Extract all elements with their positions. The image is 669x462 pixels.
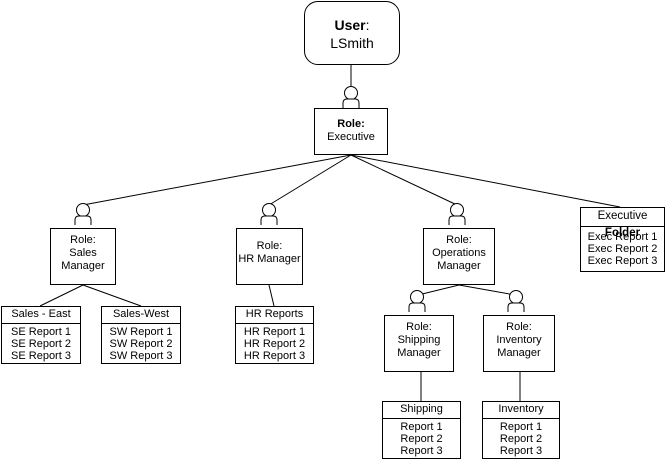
report-item[interactable]: Exec Report 2: [587, 243, 658, 255]
folder-shipping[interactable]: Shipping Report 1 Report 2 Report 3: [382, 401, 461, 459]
folder-title-bold: Folder: [604, 227, 641, 239]
report-item[interactable]: SE Report 3: [11, 350, 71, 362]
user-name: LSmith: [330, 35, 374, 51]
report-item[interactable]: SW Report 1: [109, 326, 173, 338]
role-name-line: HR Manager: [238, 253, 301, 265]
folder-inventory[interactable]: Inventory Report 1 Report 2 Report 3: [482, 401, 560, 459]
role-name-line: Sales: [69, 247, 97, 259]
folder-title: HR Reports: [236, 307, 313, 324]
role-name-line: Manager: [437, 260, 481, 272]
report-item[interactable]: Report 3: [499, 445, 543, 457]
connector-operations-shipping: [417, 284, 460, 296]
role-name-line: Inventory: [496, 334, 542, 346]
role-hr-manager[interactable]: Role: HR Manager: [236, 228, 303, 285]
folder-title: Executive: [597, 210, 648, 222]
role-shipping-manager[interactable]: Role: Shipping Manager: [384, 315, 454, 372]
folder-title: Shipping: [383, 402, 460, 419]
person-icon: [260, 203, 278, 225]
user-label: User: [334, 17, 366, 33]
report-item[interactable]: Report 3: [400, 445, 443, 457]
report-item[interactable]: SW Report 2: [109, 338, 173, 350]
role-name-line: Manager: [497, 347, 541, 359]
user-node[interactable]: User: LSmith: [304, 1, 400, 65]
role-name-line: Operations: [432, 247, 486, 259]
role-label: Role:: [70, 234, 96, 246]
report-item[interactable]: Exec Report 3: [587, 255, 658, 267]
role-sales-manager[interactable]: Role: Sales Manager: [50, 228, 116, 285]
folder-sales-east[interactable]: Sales - East SE Report 1 SE Report 2 SE …: [1, 306, 81, 364]
role-name-line: Manager: [61, 260, 105, 272]
user-colon: :: [365, 17, 370, 33]
report-item[interactable]: Report 2: [499, 433, 543, 445]
connector-executive-folder: [350, 154, 621, 208]
report-item[interactable]: HR Report 1: [243, 326, 306, 338]
report-item[interactable]: Report 1: [499, 421, 543, 433]
connector-sales-west: [82, 284, 142, 307]
role-name-line: Shipping: [397, 334, 441, 346]
folder-executive[interactable]: Executive Folder Exec Report 1 Exec Repo…: [580, 207, 665, 272]
role-operations-manager[interactable]: Role: Operations Manager: [423, 228, 495, 285]
connector-executive-operations: [350, 154, 458, 206]
connector-sales-east: [39, 284, 84, 307]
person-icon: [408, 290, 426, 312]
report-item[interactable]: Report 1: [400, 421, 443, 433]
report-item[interactable]: Report 2: [400, 433, 443, 445]
connector-operations-inventory: [458, 284, 516, 296]
folder-title: Inventory: [483, 402, 559, 419]
folder-title: Sales - East: [2, 307, 80, 324]
report-item[interactable]: SE Report 2: [11, 338, 71, 350]
role-inventory-manager[interactable]: Role: Inventory Manager: [483, 315, 555, 372]
role-name-line: Manager: [397, 347, 441, 359]
role-label: Role:: [256, 240, 283, 252]
report-item[interactable]: HR Report 2: [243, 338, 306, 350]
folder-sales-west[interactable]: Sales-West SW Report 1 SW Report 2 SW Re…: [101, 306, 181, 364]
role-executive[interactable]: Role: Executive: [314, 108, 388, 155]
role-label: Role:: [446, 234, 472, 246]
person-icon: [448, 203, 466, 225]
folder-hr-reports[interactable]: HR Reports HR Report 1 HR Report 2 HR Re…: [235, 306, 314, 364]
person-icon: [342, 86, 360, 108]
role-label: Role:: [337, 118, 365, 130]
person-icon: [507, 290, 525, 312]
role-label: Role:: [506, 321, 532, 333]
connector-executive-sales: [82, 154, 352, 206]
person-icon: [74, 203, 92, 225]
folder-title: Sales-West: [102, 307, 180, 324]
role-label: Role:: [406, 321, 432, 333]
connector-executive-hr: [268, 154, 352, 206]
role-name: Executive: [327, 131, 375, 143]
report-item[interactable]: Exec Report 1: [587, 231, 658, 243]
report-item[interactable]: SE Report 1: [11, 326, 71, 338]
connector-hr-reports: [268, 284, 275, 307]
report-item[interactable]: SW Report 3: [109, 350, 173, 362]
report-item[interactable]: HR Report 3: [243, 350, 306, 362]
